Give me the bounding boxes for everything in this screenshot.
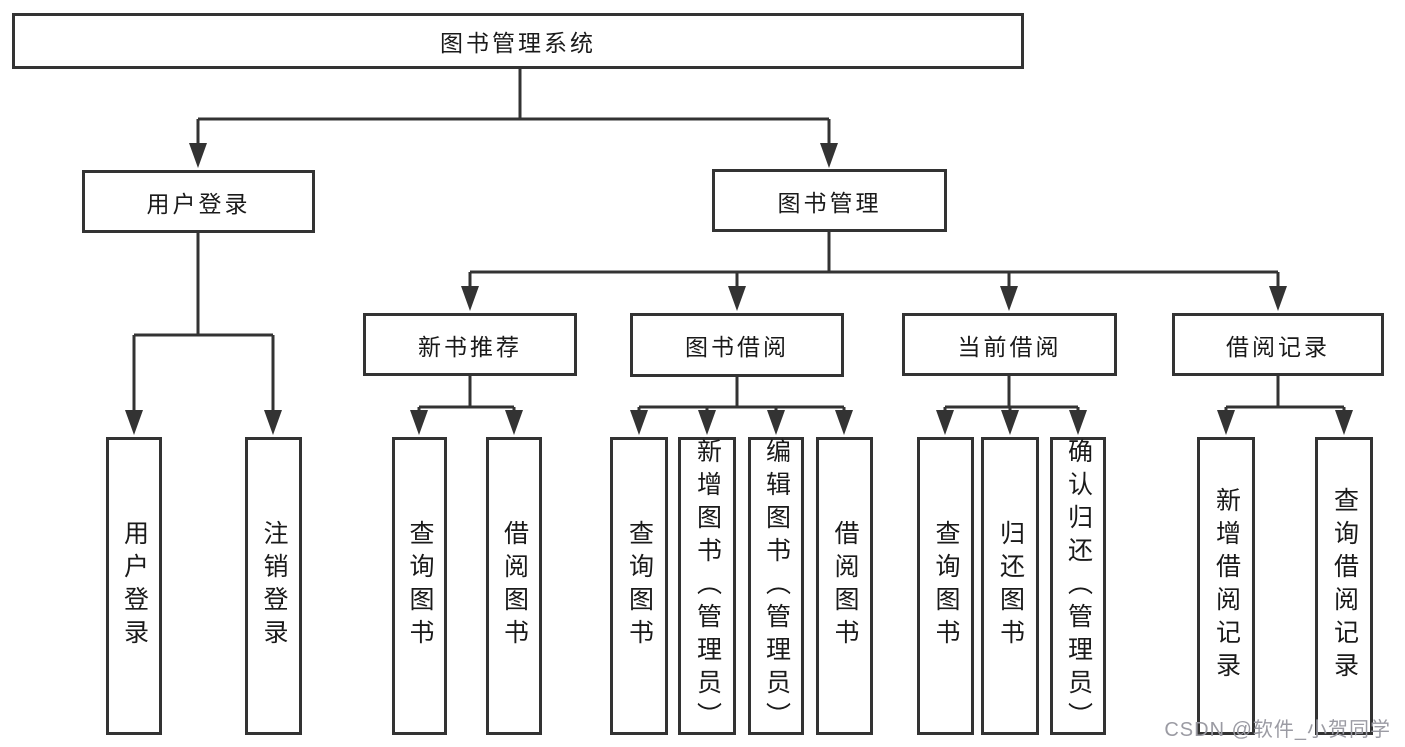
leaf-user-login: 用户登录 <box>106 437 162 735</box>
node-book-management: 图书管理 <box>712 169 947 232</box>
node-book-borrow: 图书借阅 <box>630 313 844 377</box>
csdn-watermark: CSDN @软件_小贺同学 <box>1164 719 1391 741</box>
node-new-book-recommend: 新书推荐 <box>363 313 577 376</box>
connector-book-management-branch <box>461 232 1287 311</box>
node-borrow-record: 借阅记录 <box>1172 313 1384 376</box>
leaf-add-book-admin: 新增图书（管理员） <box>678 437 736 735</box>
leaf-borrow-book-new: 借阅图书 <box>486 437 542 735</box>
connector-book-borrow-branch <box>630 376 853 435</box>
leaf-return-book: 归还图书 <box>981 437 1039 735</box>
node-user-login: 用户登录 <box>82 170 315 233</box>
connector-user-login-branch <box>125 233 282 435</box>
leaf-edit-book-admin: 编辑图书（管理员） <box>748 437 804 735</box>
leaf-query-book-new: 查询图书 <box>392 437 447 735</box>
leaf-query-book-borrow: 查询图书 <box>610 437 668 735</box>
leaf-add-borrow-record: 新增借阅记录 <box>1197 437 1255 735</box>
leaf-query-borrow-record: 查询借阅记录 <box>1315 437 1373 735</box>
node-library-management-system: 图书管理系统 <box>12 13 1024 69</box>
node-current-borrow: 当前借阅 <box>902 313 1117 376</box>
leaf-query-book-current: 查询图书 <box>917 437 974 735</box>
connector-root-to-level2 <box>189 69 838 168</box>
leaf-logout: 注销登录 <box>245 437 302 735</box>
connector-borrow-record-branch <box>1217 376 1353 435</box>
connector-new-book-branch <box>410 376 523 435</box>
connector-current-borrow-branch <box>936 376 1087 435</box>
leaf-confirm-return-admin: 确认归还（管理员） <box>1050 437 1106 735</box>
leaf-borrow-book: 借阅图书 <box>816 437 873 735</box>
